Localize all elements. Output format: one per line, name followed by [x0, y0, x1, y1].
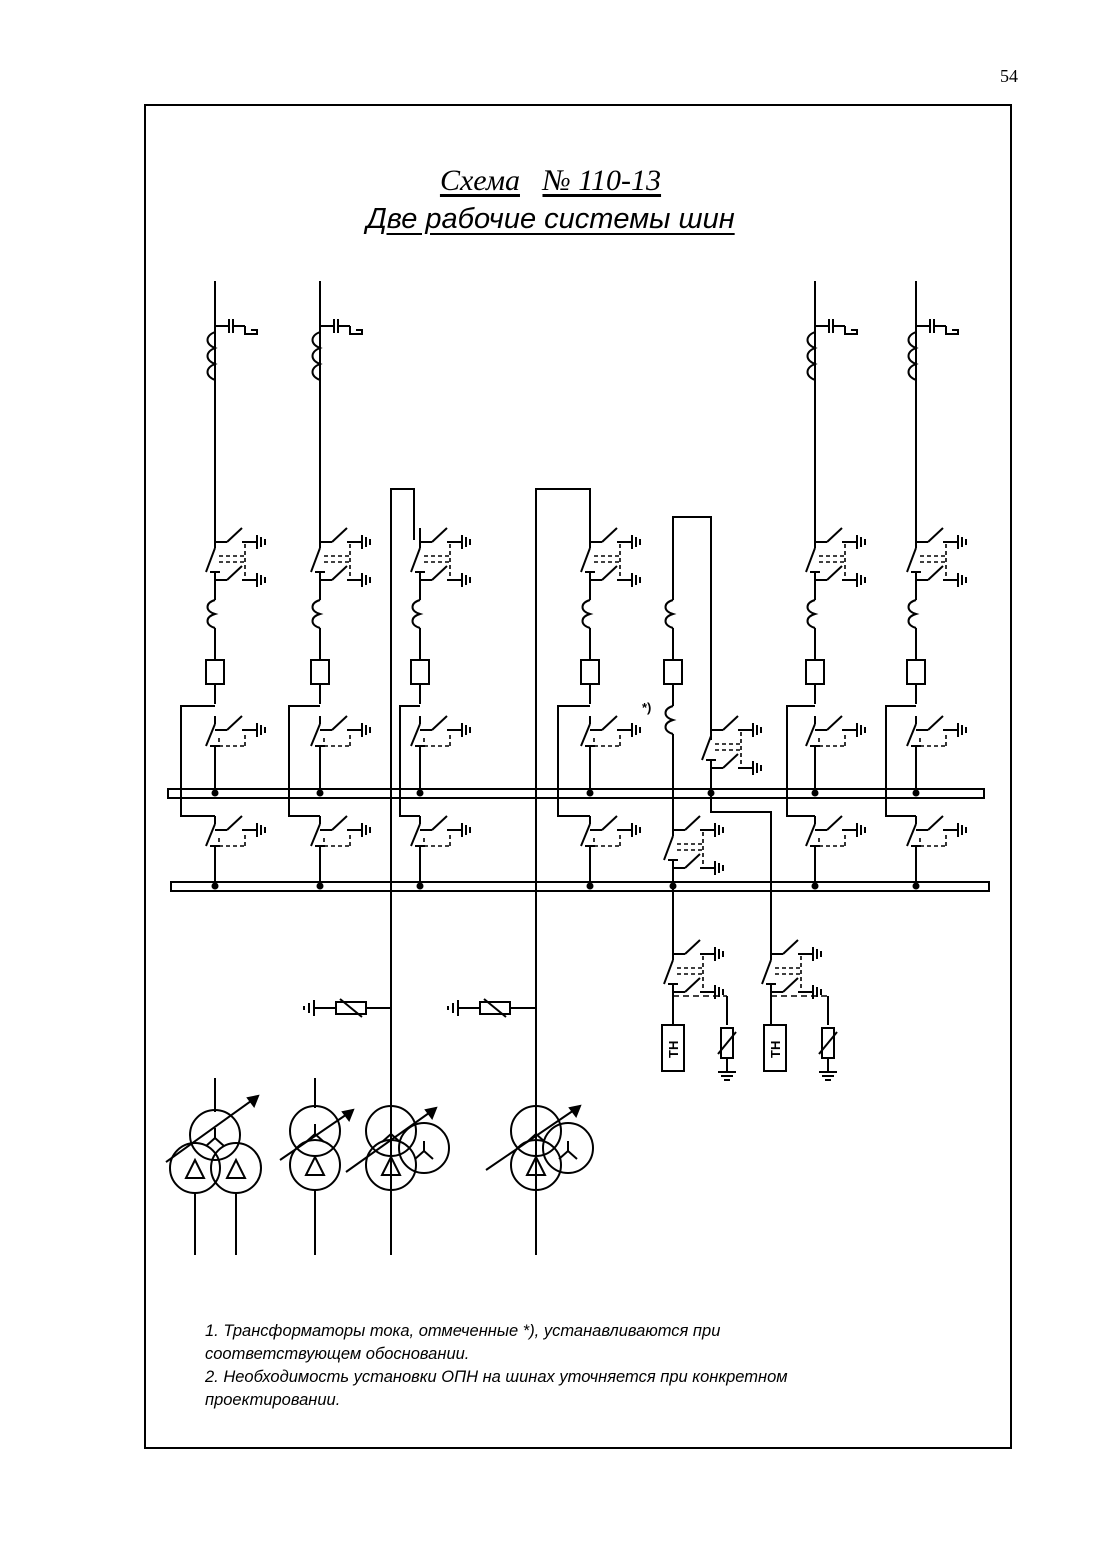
- scheme-subtitle: Две рабочие системы шин: [0, 203, 1101, 236]
- bay-voltage-transformer-2: ТН: [761, 939, 838, 1081]
- voltage-transformer-label: ТН: [666, 1041, 681, 1058]
- power-transformer-2: [279, 1078, 355, 1255]
- bay-bus-coupler: *): [642, 516, 772, 940]
- drawing-frame: [144, 104, 1012, 1449]
- note-2: 2. Необходимость установки ОПН на шинах …: [205, 1368, 788, 1409]
- voltage-transformer: [661, 1024, 685, 1072]
- circuit-breaker: [205, 659, 225, 685]
- notes: 1. Трансформаторы тока, отмеченные *), у…: [205, 1320, 845, 1412]
- bay-line-1: [180, 281, 266, 890]
- page-number: 54: [1000, 66, 1018, 86]
- scheme-title: Схема № 110-13: [0, 164, 1101, 198]
- voltage-transformer: [763, 1024, 787, 1072]
- power-transformer-4: [485, 1104, 594, 1191]
- note-1: 1. Трансформаторы тока, отмеченные *), у…: [205, 1322, 721, 1363]
- scheme-subtitle-text: Две рабочие системы шин: [366, 203, 735, 235]
- bay-transformer-2: [447, 488, 641, 1255]
- bay-voltage-transformer-1: ТН: [661, 886, 737, 1081]
- ct-optional-marker: *): [642, 700, 651, 715]
- circuit-breaker: [663, 659, 683, 685]
- bay-line-3: [786, 281, 866, 890]
- scheme-title-number: № 110-13: [542, 164, 662, 197]
- bay-line-4: [885, 281, 967, 890]
- scheme-title-prefix: Схема: [439, 164, 520, 197]
- busbar-1: [167, 788, 985, 799]
- circuit-breaker: [906, 659, 926, 685]
- surge-arrester: [335, 998, 367, 1018]
- circuit-breaker: [805, 659, 825, 685]
- power-transformer-1: [165, 1078, 262, 1255]
- voltage-transformer-label: ТН: [768, 1041, 783, 1058]
- circuit-breaker: [410, 659, 430, 685]
- surge-arrester: [479, 998, 511, 1018]
- busbar-2: [170, 881, 990, 892]
- circuit-breaker: [580, 659, 600, 685]
- circuit-breaker: [310, 659, 330, 685]
- power-transformer-3: [345, 1105, 450, 1191]
- bay-transformer-1: [303, 488, 471, 1255]
- bay-line-2: [288, 281, 371, 890]
